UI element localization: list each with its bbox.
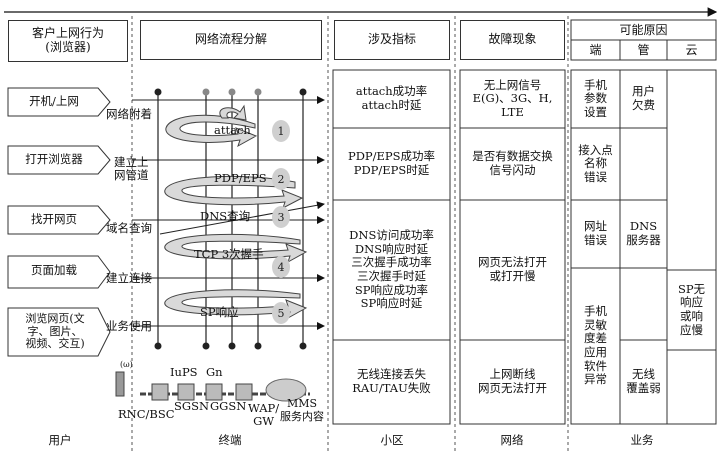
header-duan: 端 — [589, 42, 602, 57]
step-5: 5 — [272, 302, 290, 324]
flow-arrows — [132, 96, 325, 330]
symptom-2: 是否有数据交换 信号闪动 — [472, 149, 553, 177]
user-action-3: 找开网页 — [31, 212, 77, 226]
device-strip — [115, 371, 310, 402]
footer-network: 网络 — [500, 433, 524, 447]
device-wap: WAP/ GW — [248, 401, 280, 429]
device-ggsn: GGSN — [210, 399, 247, 413]
user-action-arrows — [7, 87, 111, 357]
step-3: 3 — [272, 206, 290, 228]
user-action-1: 开机/上网 — [29, 94, 79, 108]
cause-duan-2: 接入点 名称 错误 — [578, 142, 613, 184]
footer-terminal: 终端 — [218, 433, 242, 447]
cause-duan-3: 网址 错误 — [584, 219, 607, 247]
device-cell: (ω) — [120, 360, 133, 369]
cause-guan-2: DNS 服务器 — [626, 219, 661, 247]
header-user-behavior: 客户上网行为 (浏览器) — [8, 20, 128, 62]
header-causes: 可能原因 — [619, 22, 668, 37]
swirl-arrows — [164, 104, 308, 320]
symptom-1: 无上网信号 E(G)、3G、H, LTE — [472, 77, 553, 119]
metric-1: attach成功率 attach时延 — [355, 84, 428, 112]
header-symptom: 故障现象 — [460, 20, 565, 60]
flow-label-5: 业务使用 — [106, 319, 152, 333]
inner-label-attach: attach — [214, 123, 251, 137]
device-iups: IuPS — [170, 365, 198, 379]
device-gn: Gn — [206, 365, 223, 379]
metric-2: PDP/EPS成功率 PDP/EPS时延 — [347, 149, 436, 177]
inner-label-pdp: PDP/EPS — [214, 171, 267, 185]
wap-box — [235, 383, 253, 401]
footer-cell: 小区 — [380, 433, 404, 447]
flow-label-4: 建立连接 — [106, 271, 152, 285]
causes-header-grid — [570, 19, 717, 61]
node-dots — [154, 88, 307, 350]
user-action-5: 浏览网页(文 字、图片、 视频、交互) — [25, 312, 85, 351]
device-sgsn: SGSN — [174, 399, 210, 413]
mms-cloud — [265, 378, 307, 402]
sgsn-box — [177, 383, 195, 401]
cause-duan-1: 手机 参数 设置 — [584, 77, 607, 119]
metric-4: 无线连接丢失 RAU/TAU失败 — [352, 367, 431, 395]
cell-tower-icon — [115, 371, 125, 397]
footer-user: 用户 — [48, 433, 72, 447]
user-action-4: 页面加载 — [31, 263, 77, 277]
column-separators — [131, 16, 569, 452]
table-boxes — [332, 69, 717, 425]
footer-service: 业务 — [630, 433, 654, 447]
flow-label-3: 域名查询 — [106, 221, 152, 235]
flow-label-2: 建立上 网管道 — [114, 155, 149, 183]
symptom-3: 网页无法打开 或打开慢 — [478, 255, 547, 283]
header-flow: 网络流程分解 — [140, 20, 322, 60]
ggsn-box — [205, 383, 223, 401]
flow-label-1: 网络附着 — [106, 107, 152, 121]
user-action-2: 打开浏览器 — [25, 152, 83, 166]
cause-duan-4: 手机 灵敏 度差 应用 软件 异常 — [584, 304, 607, 387]
step-1: 1 — [272, 120, 290, 142]
step-2: 2 — [272, 168, 290, 190]
inner-label-tcp: TCP 3次握手 — [194, 247, 264, 261]
header-guan: 管 — [637, 42, 650, 57]
device-rnc: RNC/BSC — [118, 407, 175, 421]
metric-3: DNS访问成功率 DNS响应时延 三次握手成功率 三次握手时延 SP响应成功率 … — [349, 228, 434, 311]
header-metrics: 涉及指标 — [334, 20, 450, 60]
cause-guan-3: 无线 覆盖弱 — [626, 367, 661, 395]
cause-guan-1: 用户 欠费 — [632, 84, 655, 112]
device-mms: MMS 服务内容 — [280, 397, 324, 423]
step-4: 4 — [272, 256, 290, 278]
rnc-box — [151, 383, 169, 401]
inner-label-sp: SP响应 — [200, 305, 239, 319]
header-yun: 云 — [685, 42, 698, 57]
symptom-4: 上网断线 网页无法打开 — [478, 367, 547, 395]
cause-yun-1: SP无 响应 或响 应慢 — [677, 281, 706, 337]
inner-label-dns: DNS查询 — [200, 209, 251, 223]
